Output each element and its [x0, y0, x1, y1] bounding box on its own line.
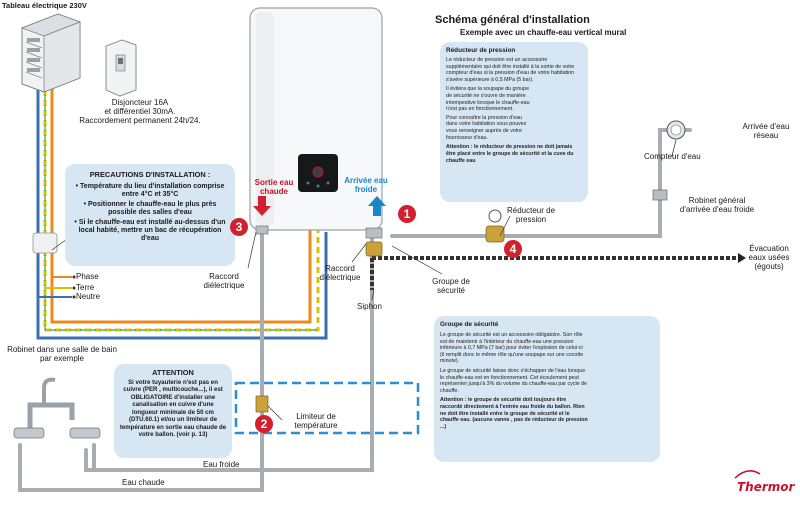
- terre-label: Terre: [76, 283, 95, 292]
- safety-box-p2: Le groupe de sécurité laisse donc s'écha…: [440, 368, 587, 394]
- breaker-label: Disjoncteur 16A et différentiel 30mA. Ra…: [79, 98, 201, 126]
- hot-water-pipe-label: Eau chaude: [122, 478, 165, 487]
- cold-water-pipe-label: Eau froide: [203, 460, 240, 469]
- fittings: [255, 120, 686, 413]
- bath-faucet: [13, 377, 101, 439]
- mains-supply-label: Arrivée d'eau réseau: [742, 122, 790, 141]
- safety-box-attention: Attention : le groupe de sécurité doit t…: [440, 397, 588, 430]
- precautions-box: PRECAUTIONS D'INSTALLATION : • Températu…: [65, 164, 235, 266]
- thermor-logo-mark: [734, 470, 761, 479]
- marker-1: 1: [398, 205, 416, 223]
- page-title: Schéma général d'installation: [435, 14, 590, 26]
- attention-title: ATTENTION: [152, 368, 194, 377]
- reducer-box-p1: Le réducteur de pression est un accessoi…: [446, 57, 575, 83]
- electrical-panel: [20, 13, 82, 93]
- page-subtitle: Exemple avec un chauffe-eau vertical mur…: [460, 28, 627, 37]
- circuit-breaker: [105, 39, 137, 97]
- safety-group-box: Groupe de sécurité Le groupe de sécurité…: [434, 316, 660, 462]
- pressure-reducer-box: Réducteur de pression Le réducteur de pr…: [440, 42, 588, 202]
- precautions-title: PRECAUTIONS D'INSTALLATION :: [89, 170, 211, 179]
- water-meter-label: Compteur d'eau: [644, 152, 701, 161]
- drain-pipe: [370, 253, 746, 290]
- reducer-box-attention: Attention : le réducteur de pression ne …: [446, 144, 574, 164]
- cold-inlet-label: Arrivée eau froide: [344, 176, 388, 195]
- precaution-item-1: • Température du lieu d'installation com…: [75, 183, 225, 199]
- bath-faucet-label: Robinet dans une salle de bain par exemp…: [7, 345, 117, 364]
- dielectric-fitting-left-label: Raccord diélectrique: [203, 272, 245, 291]
- marker-2: 2: [255, 415, 273, 433]
- panel-label: Tableau électrique 230V: [2, 1, 87, 10]
- reducer-box-p3: Pour connaître la pression d'eau dans vo…: [446, 114, 527, 141]
- attention-text: Si votre tuyauterie n'est pas en cuivre …: [119, 379, 227, 438]
- sewer-drain-label: Évacuation eaux usées (égouts): [748, 244, 790, 272]
- electrical-cables: [32, 70, 328, 340]
- safety-box-title: Groupe de sécurité: [440, 321, 499, 328]
- pressure-reducer-label: Réducteur de pression: [506, 206, 556, 225]
- safety-box-p1: Le groupe de sécurité est un accessoire …: [440, 332, 584, 365]
- attention-box: ATTENTION Si votre tuyauterie n'est pas …: [114, 364, 232, 458]
- hot-outlet-label: Sortie eau chaude: [254, 178, 294, 197]
- brand-logo: Thermor: [737, 480, 795, 494]
- precaution-item-3: • Si le chauffe-eau est installé au-dess…: [74, 218, 226, 243]
- flow-arrows: [253, 196, 386, 216]
- copper-section-frame: [234, 381, 420, 435]
- phase-label: Phase: [76, 272, 99, 281]
- safety-group-label: Groupe de sécurité: [432, 277, 470, 296]
- neutre-label: Neutre: [76, 292, 101, 301]
- siphon-label: Siphon: [357, 302, 382, 311]
- reducer-box-title: Réducteur de pression: [446, 47, 516, 54]
- marker-4: 4: [504, 240, 522, 258]
- marker-3: 3: [230, 218, 248, 236]
- precaution-item-2: • Positionner le chauffe-eau le plus prè…: [83, 200, 217, 217]
- main-valve-label: Robinet général d'arrivée d'eau froide: [679, 196, 755, 215]
- temperature-limiter-label: Limiteur de température: [294, 412, 338, 431]
- reducer-box-p2: Il évitera que la soupape du groupe de s…: [446, 86, 530, 113]
- dielectric-fitting-right-label: Raccord diélectrique: [319, 264, 361, 283]
- water-heater: [249, 7, 383, 231]
